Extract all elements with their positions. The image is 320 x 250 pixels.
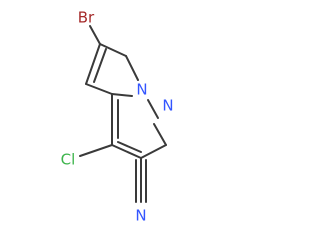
- bond: [153, 123, 167, 146]
- nitrile-nitrogen-label: N: [135, 207, 146, 225]
- bromine-label: Br: [78, 9, 95, 27]
- molecule-drawing: Br N N Cl N: [61, 9, 174, 225]
- bridgehead-nitrogen-label: N: [136, 81, 147, 99]
- bond: [85, 83, 113, 95]
- bond: [147, 99, 159, 119]
- bond: [111, 144, 142, 159]
- bond: [111, 93, 133, 97]
- bond: [125, 55, 139, 81]
- chlorine-label: Cl: [61, 151, 76, 169]
- ring-nitrogen-label: N: [162, 97, 173, 115]
- structure-canvas: Br N N Cl N: [61, 9, 174, 225]
- bond: [140, 144, 167, 159]
- bond: [89, 25, 101, 45]
- bond: [85, 43, 101, 85]
- bond: [117, 141, 142, 153]
- bond: [99, 43, 127, 57]
- bond: [93, 48, 107, 83]
- bond: [79, 144, 113, 157]
